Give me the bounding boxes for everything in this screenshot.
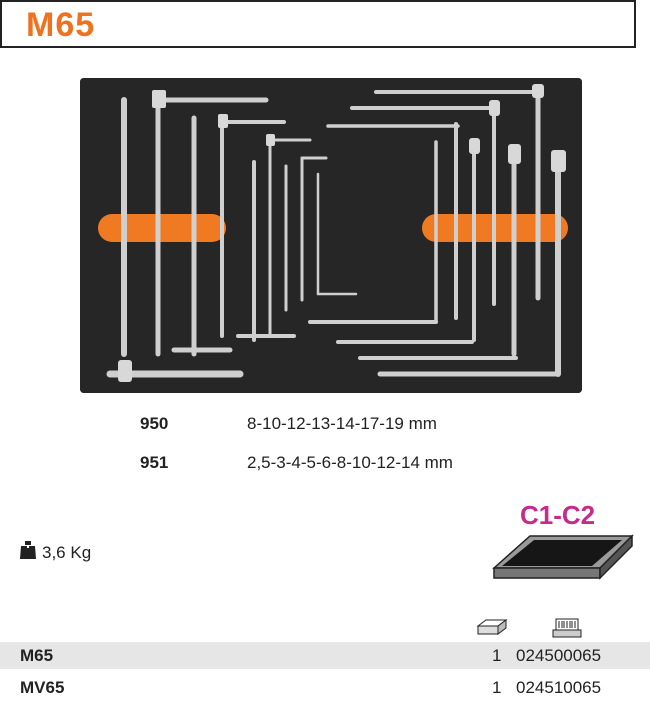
- weight-icon: [20, 541, 36, 564]
- tray-icon: [476, 618, 508, 641]
- product-code: M65: [20, 646, 54, 665]
- tray-label: C1-C2: [520, 500, 596, 530]
- product-row: M65 1 024500065: [0, 642, 650, 669]
- tool-set-illustration: [80, 78, 582, 393]
- header: M65: [0, 0, 636, 48]
- spec-code: 950: [140, 414, 169, 433]
- product-row: MV65 1 024510065: [0, 674, 650, 701]
- product-code: MV65: [20, 678, 65, 697]
- spec-row-951: 951 2,5-3-4-5-6-8-10-12-14 mm: [0, 453, 650, 477]
- orange-holder-left: [98, 214, 226, 242]
- spec-row-950: 950 8-10-12-13-14-17-19 mm: [0, 414, 650, 438]
- product-number: 024510065: [516, 678, 602, 697]
- weight-value: 3,6 Kg: [42, 542, 92, 562]
- product-qty: 1: [492, 678, 502, 697]
- product-image: [80, 78, 582, 393]
- barcode-icon: [552, 618, 582, 643]
- page-title: M65: [26, 6, 96, 44]
- weight-info: 3,6 Kg: [20, 541, 91, 564]
- product-qty: 1: [492, 646, 502, 665]
- spec-code: 951: [140, 453, 169, 472]
- spec-sizes: 8-10-12-13-14-17-19 mm: [247, 414, 437, 433]
- product-number: 024500065: [516, 646, 602, 665]
- tray-icon: [484, 530, 634, 591]
- spec-sizes: 2,5-3-4-5-6-8-10-12-14 mm: [247, 453, 453, 472]
